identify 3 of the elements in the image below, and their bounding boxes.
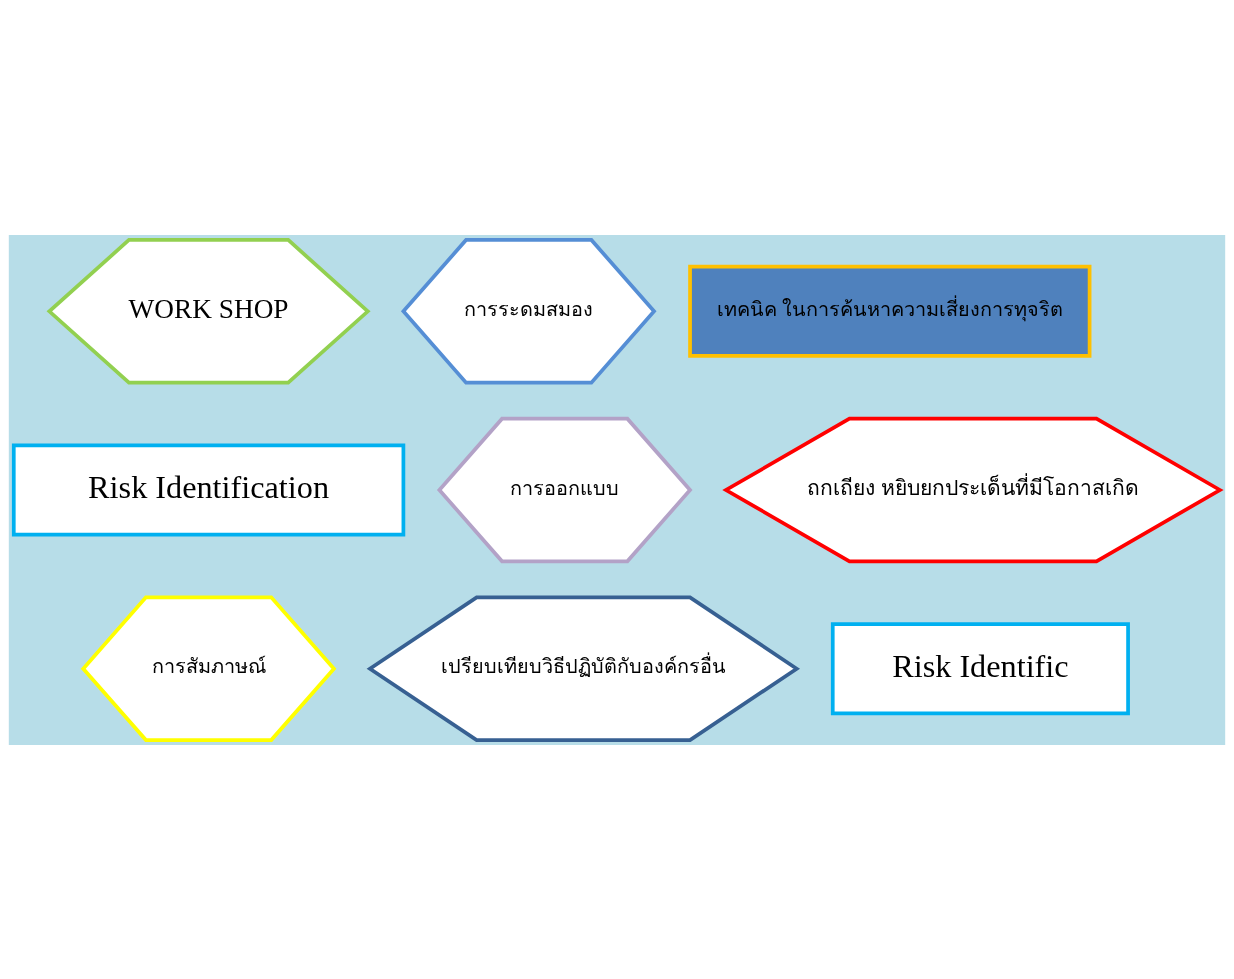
node-box: Risk Identification [11, 442, 406, 537]
node-box: เทคนิค ในการค้นหาความเสี่ยงการทุจริต [688, 264, 1092, 358]
node-box: Risk Identific [830, 621, 1130, 715]
